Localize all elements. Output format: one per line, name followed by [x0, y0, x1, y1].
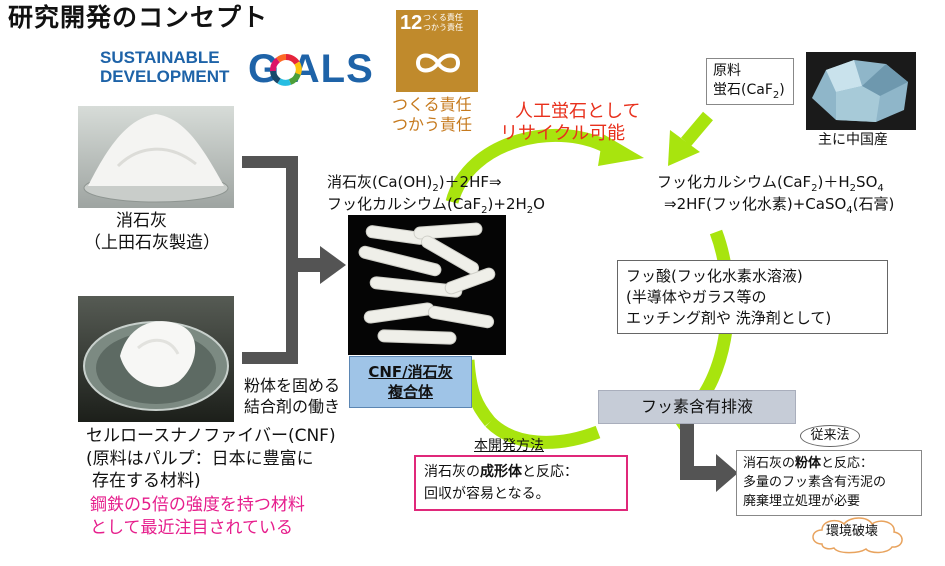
sdg12-number: 12 [400, 12, 423, 34]
cnf-note-line1: (原料はパルプ：日本に豊富に [86, 449, 314, 469]
sdg-wheel-icon [270, 54, 302, 86]
method-line2: 回収が容易となる。 [424, 486, 550, 502]
waste-arrowhead [716, 454, 738, 492]
sdg12-caption-1: つくる責任 [392, 95, 472, 114]
cnf-label: セルロースナノファイバー(CNF) [86, 426, 336, 446]
page-title: 研究開発のコンセプト [8, 3, 269, 32]
sdg-wordmark: SUSTAINABLE DEVELOPMENT [100, 48, 395, 94]
conventional-line1: 消石灰の粉体と反応： [743, 456, 874, 471]
method-title: 本開発方法 [474, 438, 544, 454]
recycle-note-line2: リサイクル可能 [500, 123, 626, 144]
reaction1-line1: 消石灰(Ca(OH)2)＋2HF⇒ [327, 173, 502, 194]
fluorite-photo [806, 52, 916, 130]
raw-material-arrowhead [668, 130, 700, 166]
sdg12-text2: つかう責任 [423, 23, 463, 32]
slaked-lime-maker: （上田石灰製造） [84, 233, 220, 253]
environment-damage-label: 環境破壊 [826, 524, 879, 539]
sdg-wordmark-line1: SUSTAINABLE [100, 48, 220, 67]
reaction2-line1: フッ化カルシウム(CaF2)＋H2SO4 [657, 173, 884, 194]
sdg-goals-word: G ALS [248, 47, 374, 91]
sdg12-text1: つくる責任 [423, 13, 463, 22]
conventional-box: 消石灰の粉体と反応： 多量のフッ素含有汚泥の 廃棄埋立処理が必要 [736, 450, 922, 516]
reaction2-line2: ⇒2HF(フッ化水素)+CaSO4(石膏) [664, 195, 895, 216]
sdg-wordmark-line2: DEVELOPMENT [100, 67, 230, 86]
environment-cloud: 環境破壊 [808, 514, 908, 554]
hydrofluoric-acid-box: フッ酸(フッ化水素水溶液) (半導体やガラス等の エッチング剤や 洗浄剤として) [617, 260, 888, 334]
conventional-title-bubble: 従来法 [800, 425, 860, 447]
raw-material-origin: 主に中国産 [818, 132, 888, 148]
composite-label-box: CNF/消石灰 複合体 [349, 356, 472, 408]
waste-liquid-label: フッ素含有排液 [640, 397, 753, 416]
method-line1: 消石灰の成形体と反応： [424, 464, 578, 480]
raw-material-arrow [681, 111, 713, 147]
slaked-lime-photo [78, 106, 234, 208]
composite-label-line2: 複合体 [387, 383, 433, 401]
combine-arrowhead [320, 246, 346, 284]
conventional-line2: 多量のフッ素含有汚泥の [743, 475, 887, 490]
cycle-arrowhead-top [598, 134, 644, 166]
cnf-strength-line2: として最近注目されている [90, 518, 293, 538]
slaked-lime-label: 消石灰 [116, 211, 167, 231]
cycle-arc-top [445, 128, 616, 204]
binder-note-line1: 粉体を固める [244, 376, 341, 395]
cnf-strength-line1: 鋼鉄の5倍の強度を持つ材料 [90, 495, 305, 515]
hf-box-line1: フッ酸(フッ化水素水溶液) [626, 267, 803, 285]
raw-material-name: 蛍石(CaF2) [713, 82, 785, 101]
recycle-note-line1: 人工蛍石として [515, 101, 641, 122]
hf-box-line2: (半導体やガラス等の [626, 288, 767, 306]
sdg12-caption-2: つかう責任 [392, 115, 473, 134]
reaction1-line2: フッ化カルシウム(CaF2)+2H2O [327, 195, 545, 216]
binder-note-line2: 結合剤の働き [244, 397, 341, 416]
raw-material-title: 原料 [713, 63, 741, 79]
cnf-note-line2: 存在する材料) [92, 471, 201, 491]
infinity-icon [415, 53, 461, 73]
composite-label-line1: CNF/消石灰 [368, 363, 453, 381]
hf-box-line3: エッチング剤や 洗浄剤として) [626, 309, 832, 327]
waste-liquid-box: フッ素含有排液 [598, 390, 796, 424]
method-box: 消石灰の成形体と反応： 回収が容易となる。 [414, 455, 628, 511]
cnf-photo [78, 296, 234, 422]
raw-material-box: 原料 蛍石(CaF2) [706, 58, 794, 105]
composite-photo [348, 215, 506, 355]
cloud-icon [812, 517, 903, 554]
sdg12-tile: 12 つくる責任 つかう責任 [396, 10, 478, 92]
conventional-line3: 廃棄埋立処理が必要 [743, 494, 861, 509]
conventional-title: 従来法 [810, 428, 850, 443]
cycle-arc-bottom [485, 417, 601, 449]
